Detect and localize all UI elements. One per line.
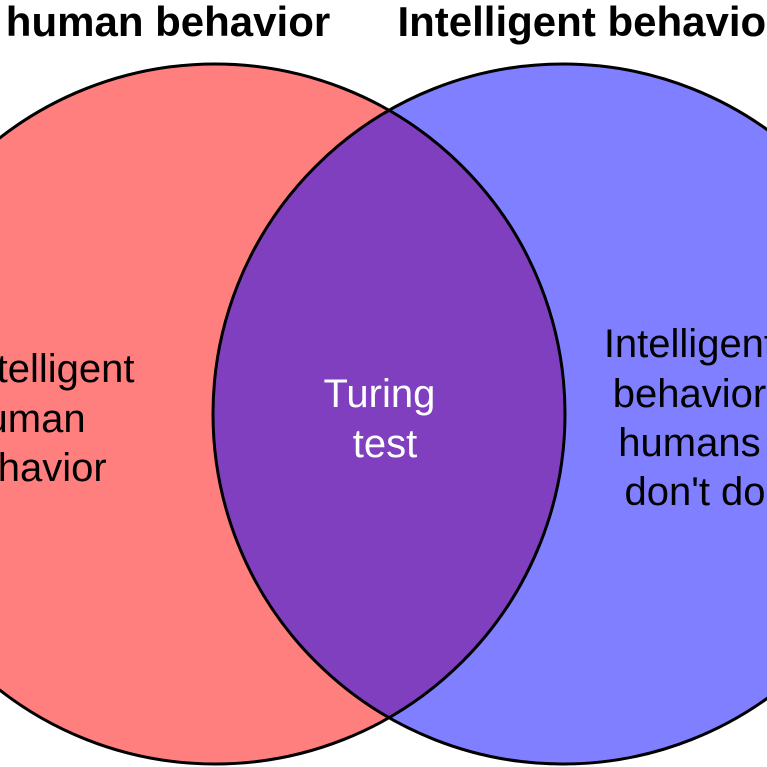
right-region-line: behavior — [613, 372, 766, 416]
intelligent-behavior-title: Intelligent behavior — [397, 0, 767, 45]
left-region-line: human — [0, 397, 86, 441]
human-behavior-outline — [0, 62, 567, 766]
intersection-label: Turing test — [323, 372, 446, 466]
left-region-line: Unintelligent — [0, 347, 135, 391]
left-region-label: Unintelligent human behavior — [0, 347, 146, 490]
human-behavior-title: Unintelligent human behavior — [0, 0, 330, 45]
right-region-line: don't do — [624, 470, 765, 514]
right-region-label: Intelligent behavior humans don't do — [604, 322, 767, 514]
right-region-line: humans — [618, 421, 760, 465]
left-region-line: behavior — [0, 446, 107, 490]
right-region-line: Intelligent — [604, 322, 767, 366]
intersection-line: Turing — [323, 372, 435, 416]
intelligent-behavior-outline — [211, 62, 767, 766]
intersection-line: test — [353, 422, 417, 466]
intersection-region — [213, 64, 565, 764]
